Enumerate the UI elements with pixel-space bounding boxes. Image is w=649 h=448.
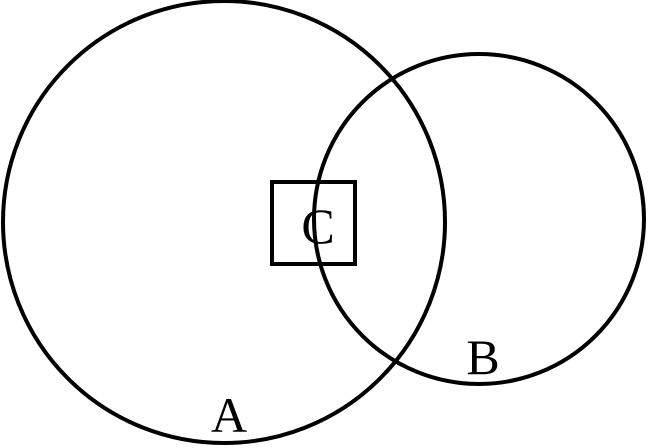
square-c <box>270 180 357 266</box>
label-c: C <box>301 198 334 254</box>
label-a: A <box>211 387 247 443</box>
circle-a <box>1 0 447 445</box>
circle-b <box>312 52 646 386</box>
label-b: B <box>466 329 499 385</box>
